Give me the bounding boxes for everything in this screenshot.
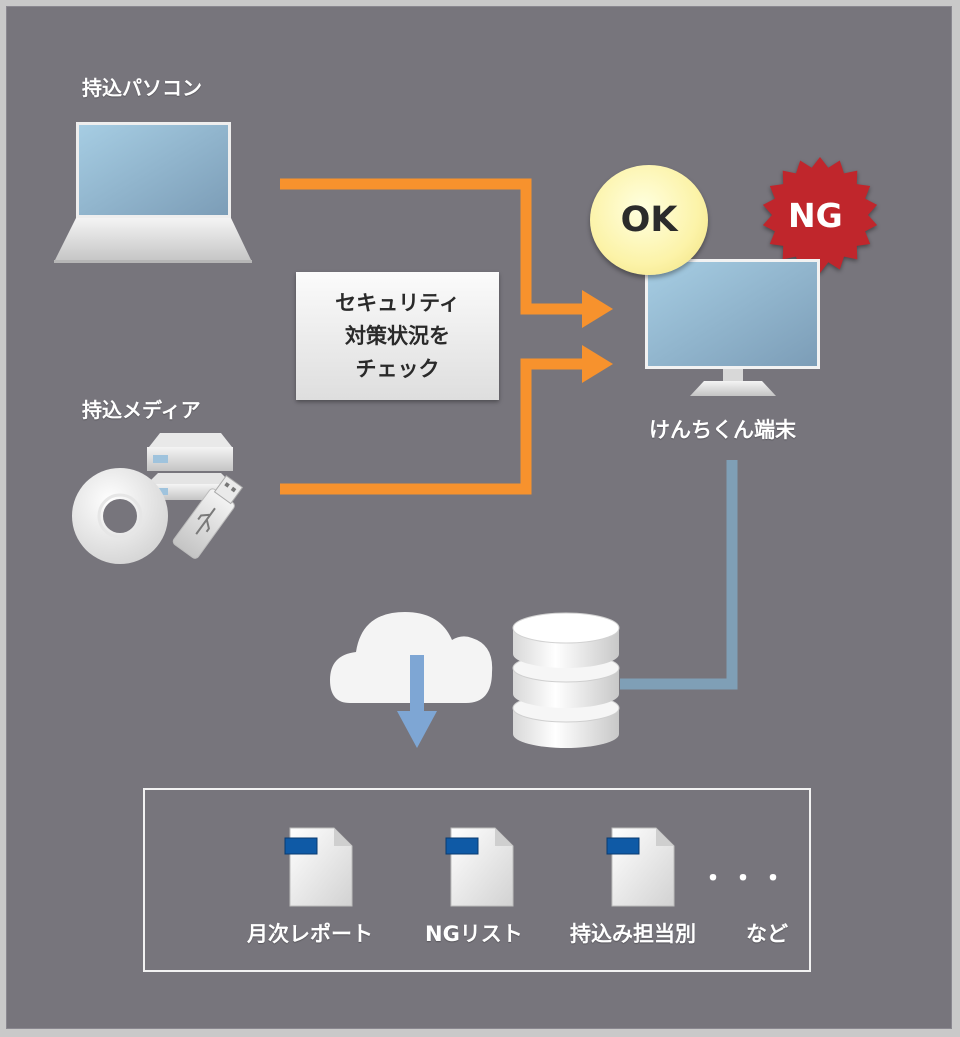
ng-label: NG — [788, 196, 843, 235]
cd-icon — [72, 468, 168, 564]
document-icon — [284, 827, 353, 907]
blue-connector — [620, 460, 738, 690]
monitor-icon — [645, 259, 820, 396]
orange-arrow-lower — [280, 358, 585, 495]
orange-arrowhead-upper — [582, 290, 613, 328]
security-check-box: セキュリティ 対策状況を チェック — [296, 272, 499, 400]
laptop-label: 持込パソコン — [82, 76, 202, 100]
media-label: 持込メディア — [82, 398, 201, 422]
report-ellipsis: ・・・ — [700, 864, 791, 894]
ok-label: OK — [620, 200, 678, 240]
report-item-by-person: 持込み担当別 — [570, 922, 696, 946]
report-item-monthly: 月次レポート — [247, 922, 373, 946]
document-icons — [284, 827, 675, 907]
report-output-box — [143, 788, 811, 972]
orange-arrow-upper — [280, 178, 585, 315]
security-check-text: セキュリティ 対策状況を チェック — [335, 290, 460, 381]
usb-icon — [172, 474, 244, 559]
database-icon — [512, 612, 620, 748]
document-icon — [606, 827, 675, 907]
report-item-ng-list: NGリスト — [425, 922, 523, 946]
ok-badge: OK — [590, 165, 708, 275]
document-icon — [445, 827, 514, 907]
cloud-download-icon — [330, 612, 493, 748]
terminal-label: けんちくん端末 — [649, 418, 796, 442]
hdd-icon — [147, 433, 233, 500]
laptop-icon — [54, 122, 252, 263]
report-etc-label: など — [746, 922, 788, 946]
orange-arrowhead-lower — [582, 345, 613, 383]
ng-badge-shape — [762, 157, 878, 273]
